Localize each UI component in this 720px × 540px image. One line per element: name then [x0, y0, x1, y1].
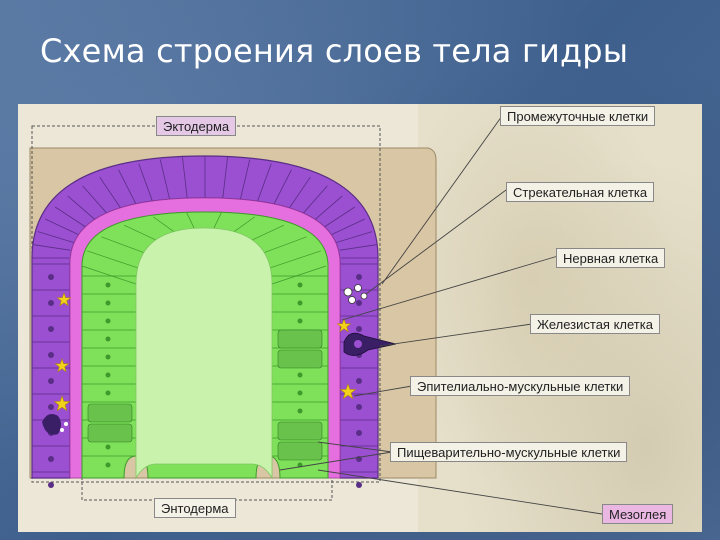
interstitial-cells-label: Промежуточные клетки [500, 106, 656, 126]
ectoderm-cell-boundary [99, 176, 123, 211]
cell-nucleus [105, 390, 111, 396]
endoderm-cell-boundary [261, 236, 307, 255]
cell-nucleus [297, 318, 303, 324]
cell-nucleus [48, 456, 54, 462]
granular-cell [87, 403, 133, 423]
cell-nucleus [297, 300, 303, 306]
granular-cell [277, 441, 323, 461]
cell-nucleus [356, 274, 362, 280]
ectoderm-cell-boundary [272, 169, 292, 207]
nerve-cell-label: Нервная клетка [556, 248, 666, 268]
mesoglea-label: Мезоглея [602, 504, 674, 524]
granular-cell [277, 421, 323, 441]
granular-cell [277, 329, 323, 349]
ectoderm-cell-boundary [118, 169, 138, 207]
endoderm-cell-boundary [153, 216, 176, 234]
cell-nucleus [48, 404, 54, 410]
cell-nucleus [356, 430, 362, 436]
endoderm-cell-boundary [213, 212, 222, 229]
cell-nucleus [105, 336, 111, 342]
ectoderm-cell-boundary [312, 195, 343, 222]
cell-nucleus [297, 390, 303, 396]
diagram-panel: Эктодерма Энтодерма Промежуточные клетки… [18, 104, 702, 532]
hydra-layer-diagram [29, 115, 603, 515]
ectoderm-cell-boundary [54, 206, 88, 229]
cell-nucleus [105, 462, 111, 468]
cell-nucleus [48, 300, 54, 306]
ectoderm-cell-boundary [336, 231, 373, 243]
cnidocyte-cluster [343, 284, 368, 304]
nerve-cell [56, 292, 72, 307]
cell-nucleus [356, 404, 362, 410]
cell-nucleus [48, 326, 54, 332]
cell-nucleus [48, 274, 54, 280]
ectoderm-cell-boundary [67, 195, 98, 222]
ectoderm-cell-boundary [222, 156, 228, 199]
cell-nucleus [356, 482, 362, 488]
cell-nucleus [105, 444, 111, 450]
cnidocyte-label: Стрекательная клетка [506, 182, 655, 202]
granular-cell [277, 349, 323, 369]
endoderm-cell-boundary [186, 212, 195, 229]
glandular-cell-label: Железистая клетка [530, 314, 660, 334]
ectoderm-label: Эктодерма [156, 116, 237, 136]
endoderm-cell-boundary [123, 224, 160, 242]
cell-nucleus [105, 372, 111, 378]
digestive-muscle-label: Пищеварительно-мускульные клетки [390, 442, 628, 462]
nerve-cell [339, 383, 357, 400]
ectoderm-cell-boundary [138, 163, 154, 203]
endoderm-cell-boundary [271, 265, 327, 285]
cell-nucleus [48, 482, 54, 488]
ectoderm-cell-boundary [239, 159, 251, 201]
epithelial-muscle-label: Эпителиально-мускульные клетки [410, 376, 631, 396]
ectoderm-cell-boundary [300, 185, 328, 216]
cell-nucleus [356, 378, 362, 384]
endoderm-cell-boundary [101, 236, 147, 255]
endoderm-cell-boundary [248, 224, 285, 242]
ectoderm-cell-boundary [322, 206, 356, 229]
ectoderm-cell-boundary [330, 218, 366, 236]
ectoderm-cell-boundary [339, 244, 377, 251]
endoderm-cell-boundary [86, 250, 139, 269]
cell-nucleus [105, 282, 111, 288]
cell-nucleus [356, 326, 362, 332]
endoderm-cell-boundary [232, 216, 255, 234]
cell-nucleus [356, 300, 362, 306]
endoderm-cell-boundary [269, 250, 322, 269]
nerve-cell [54, 358, 70, 373]
slide-title: Схема строения слоев тела гидры [40, 32, 629, 70]
cell-nucleus [297, 372, 303, 378]
ectoderm-cell-boundary [287, 176, 311, 211]
cell-nucleus [297, 408, 303, 414]
glandular-cell-left [42, 414, 61, 435]
ectoderm-cell-boundary [37, 231, 74, 243]
ectoderm-cell-boundary [82, 185, 110, 216]
ectoderm-cell-boundary [256, 163, 272, 203]
ectoderm-cell-boundary [159, 159, 171, 201]
nerve-cell [53, 395, 71, 412]
glandular-cell [343, 332, 397, 356]
endoderm-label: Энтодерма [154, 498, 236, 518]
ectoderm-cell-boundary [44, 218, 80, 236]
cell-nucleus [297, 282, 303, 288]
nerve-cell [336, 318, 352, 333]
endoderm-cell-boundary [81, 265, 137, 285]
cell-nucleus [48, 378, 54, 384]
pointer-lines [279, 115, 603, 515]
cell-nucleus [105, 318, 111, 324]
gut-cavity [135, 227, 273, 480]
cell-nucleus [105, 300, 111, 306]
granular-cell [87, 423, 133, 443]
cell-nucleus [48, 352, 54, 358]
ectoderm-cell-boundary [182, 156, 188, 199]
cell-nucleus [105, 354, 111, 360]
ectoderm-cell-boundary [33, 244, 71, 251]
